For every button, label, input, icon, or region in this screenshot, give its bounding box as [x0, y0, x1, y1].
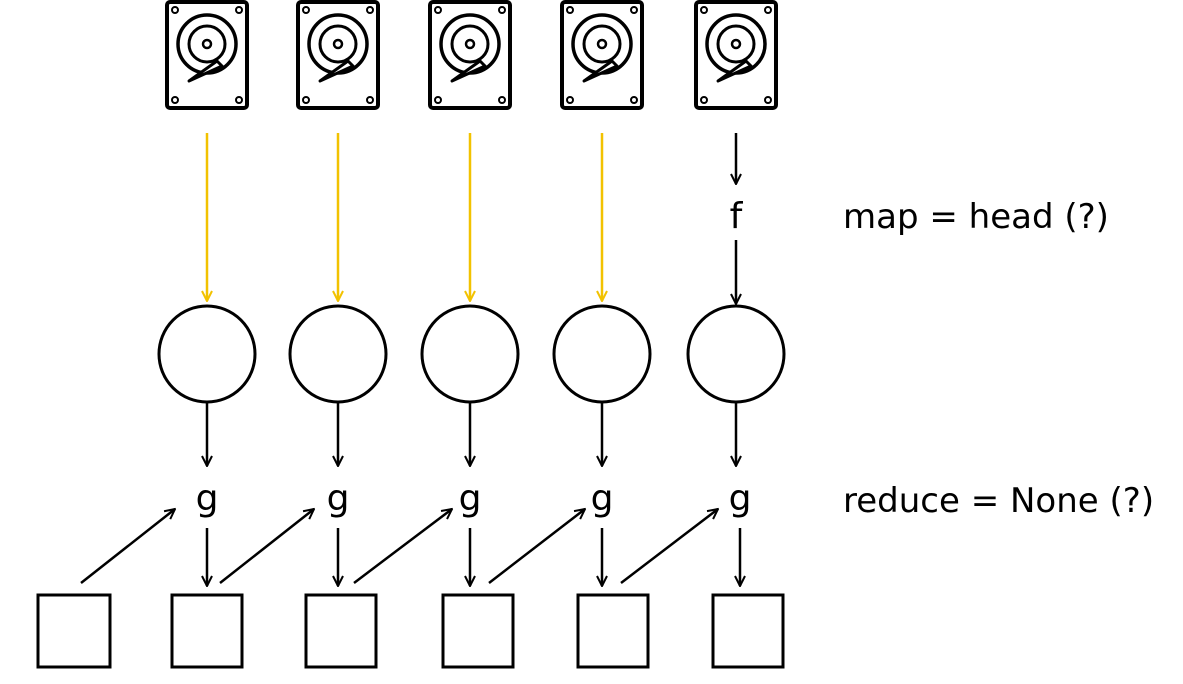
- map-node: [686, 304, 786, 404]
- hard-drive-icon: [165, 0, 249, 110]
- map-node: [420, 304, 520, 404]
- output-box: [441, 593, 515, 669]
- hard-drive-icon: [296, 0, 380, 110]
- column-4: g: [552, 0, 652, 669]
- map-node: [157, 304, 257, 404]
- map-node: [288, 304, 388, 404]
- hard-drive-icon: [428, 0, 512, 110]
- map-annotation: map = head (?): [843, 197, 1109, 237]
- reduce-annotation: reduce = None (?): [843, 481, 1154, 521]
- map-node: [552, 304, 652, 404]
- carry-arrow: [80, 509, 175, 584]
- hard-drive-icon: [560, 0, 644, 110]
- carry-arrow: [620, 509, 718, 584]
- hard-drive-icon: [694, 0, 778, 110]
- column-1: g: [157, 0, 257, 669]
- carry-arrows: [80, 509, 718, 584]
- reduce-fn-label: g: [196, 478, 219, 519]
- initial-output-box: [36, 593, 112, 669]
- carry-arrow: [353, 509, 452, 584]
- output-box: [711, 593, 785, 669]
- column-5: f g: [686, 0, 786, 669]
- reduce-fn-label: g: [729, 478, 752, 519]
- reduce-fn-label: g: [591, 478, 614, 519]
- column-2: g: [288, 0, 388, 669]
- reduce-fn-label: g: [459, 478, 482, 519]
- output-box: [170, 593, 244, 669]
- carry-arrow: [488, 509, 585, 584]
- column-3: g: [420, 0, 520, 669]
- map-fn-label: f: [730, 196, 744, 237]
- carry-arrow: [219, 509, 314, 584]
- output-box: [576, 593, 650, 669]
- output-box: [304, 593, 378, 669]
- reduce-fn-label: g: [327, 478, 350, 519]
